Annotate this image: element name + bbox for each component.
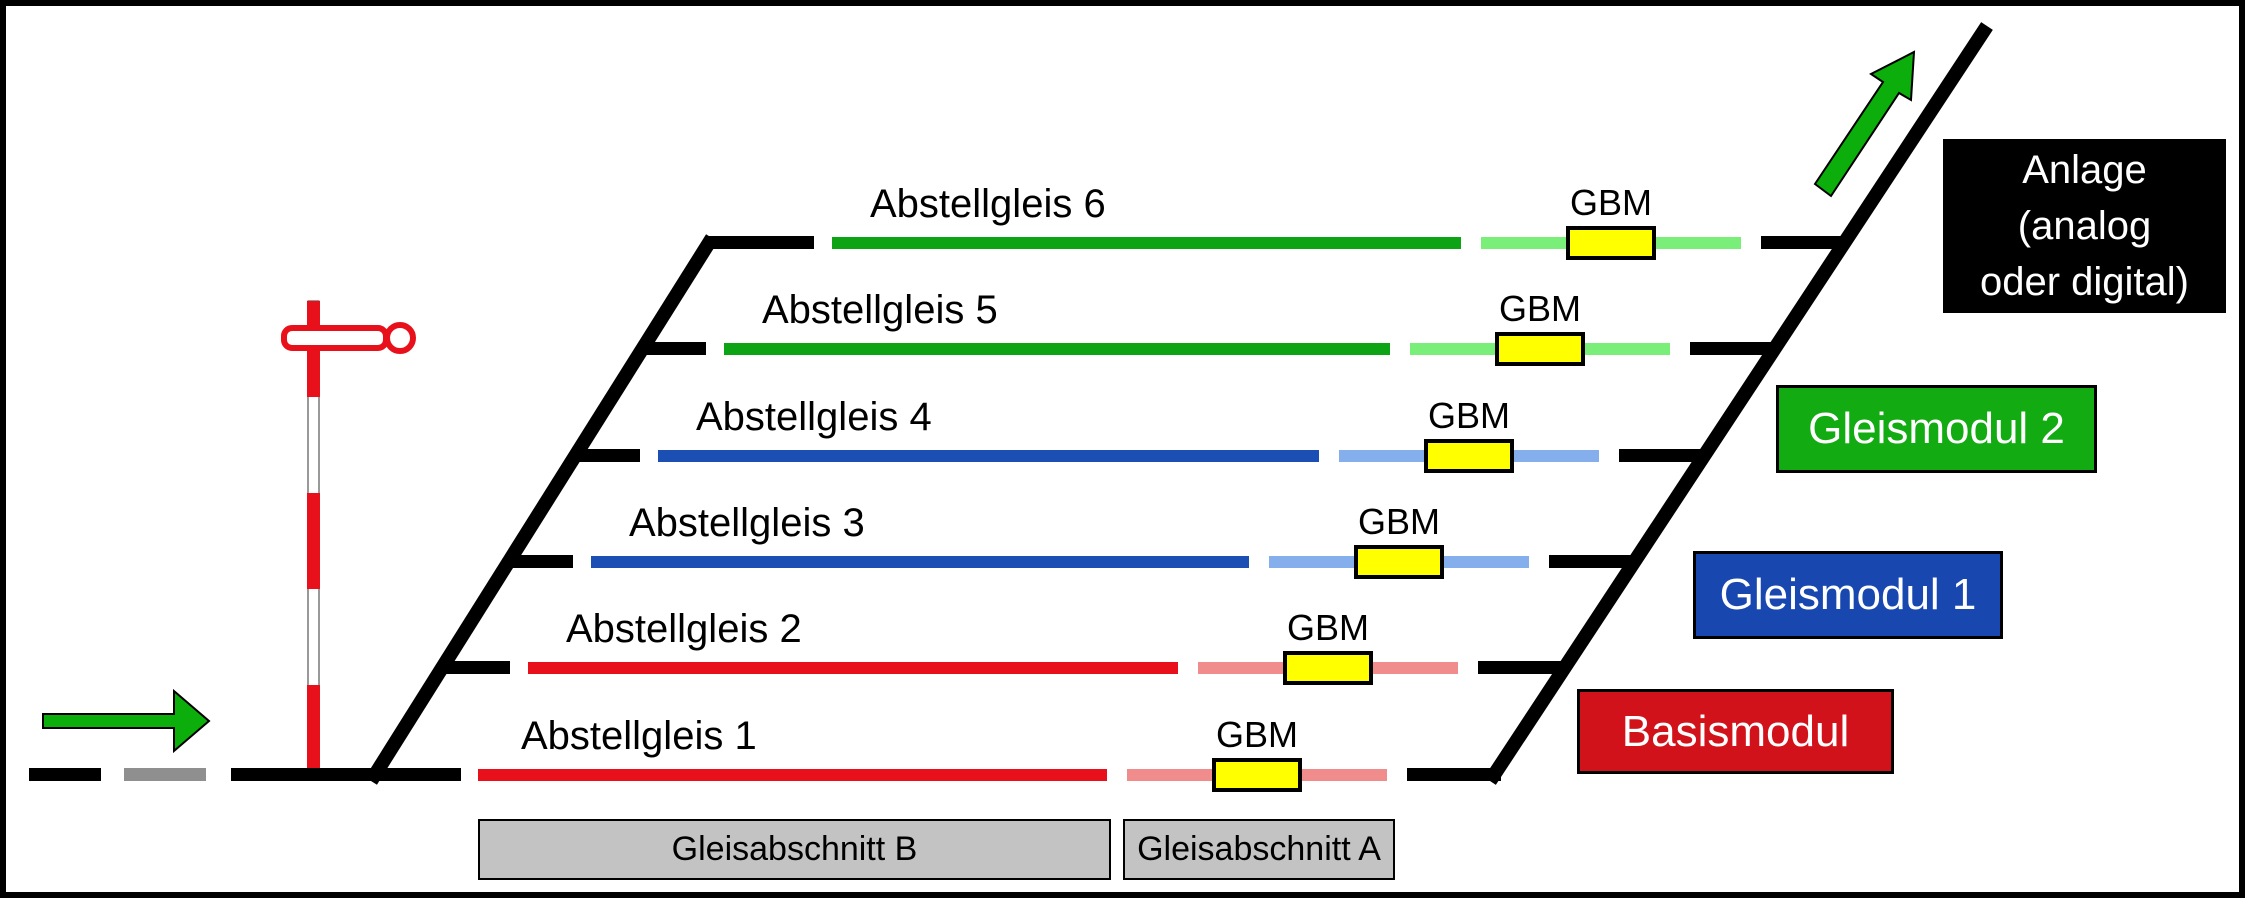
basismodul-label: Basismodul bbox=[1621, 706, 1850, 756]
gleisabschnitt-a-label: Gleisabschnitt A bbox=[1137, 830, 1381, 868]
track-left-stub bbox=[709, 236, 814, 249]
gbm-label: GBM bbox=[1427, 395, 1511, 436]
anlage-line: Anlage bbox=[2022, 148, 2147, 192]
track-right-stub bbox=[1761, 236, 1844, 249]
gbm-label: GBM bbox=[1286, 607, 1370, 648]
track-left-stub bbox=[440, 661, 510, 674]
track-main-line bbox=[724, 343, 1390, 355]
gleismodul-2-label-box: Gleismodul 2 bbox=[1776, 385, 2097, 473]
track-main-line bbox=[591, 556, 1249, 568]
anlage-line: oder digital) bbox=[1979, 260, 2189, 304]
track-label: Abstellgleis 5 bbox=[762, 288, 998, 332]
track-main-line bbox=[658, 450, 1319, 462]
exit-direction-arrow-icon bbox=[1813, 50, 1916, 198]
left-ladder-diagonal-track bbox=[365, 234, 718, 785]
track-left-stub bbox=[506, 555, 573, 568]
track-right-stub bbox=[1690, 342, 1774, 355]
gleisabschnitt-a-box: Gleisabschnitt A bbox=[1123, 819, 1395, 880]
gbm-label: GBM bbox=[1569, 182, 1653, 223]
approach-line-black bbox=[231, 768, 461, 781]
diagram-vector-layer bbox=[42, 22, 1993, 785]
gbm-detector-box bbox=[1566, 226, 1656, 260]
gleismodul-1-label: Gleismodul 1 bbox=[1719, 570, 1977, 619]
gbm-detector-box bbox=[1424, 439, 1514, 473]
track-label: Abstellgleis 6 bbox=[870, 182, 1106, 226]
gleismodul-2-label: Gleismodul 2 bbox=[1808, 404, 2065, 453]
gbm-label: GBM bbox=[1357, 501, 1441, 542]
approach-dash-black bbox=[29, 768, 101, 781]
gleisabschnitt-b-box: Gleisabschnitt B bbox=[478, 819, 1111, 880]
track-right-stub bbox=[1407, 768, 1501, 781]
gbm-detector-box bbox=[1354, 545, 1444, 579]
track-label: Abstellgleis 1 bbox=[521, 714, 757, 758]
gbm-detector-box bbox=[1212, 758, 1302, 792]
semaphore-signal-icon bbox=[281, 300, 416, 777]
gbm-detector-box bbox=[1283, 651, 1373, 685]
track-label: Abstellgleis 4 bbox=[696, 395, 932, 439]
gbm-label: GBM bbox=[1215, 714, 1299, 755]
entry-direction-arrow-icon bbox=[42, 688, 211, 754]
track-right-stub bbox=[1549, 555, 1632, 568]
gleisabschnitt-b-label: Gleisabschnitt B bbox=[671, 830, 918, 868]
track-left-stub bbox=[642, 342, 706, 355]
gbm-label: GBM bbox=[1498, 288, 1582, 329]
track-main-line bbox=[832, 237, 1461, 249]
track-left-stub bbox=[574, 449, 640, 462]
track-main-line bbox=[478, 769, 1107, 781]
track-right-stub bbox=[1478, 661, 1561, 674]
track-label: Abstellgleis 3 bbox=[629, 501, 865, 545]
gbm-detector-box bbox=[1495, 332, 1585, 366]
track-label: Abstellgleis 2 bbox=[566, 607, 802, 651]
anlage-line: (analog bbox=[2017, 204, 2152, 248]
anlage-label-box: Anlage (analog oder digital) bbox=[1943, 139, 2226, 313]
track-right-stub bbox=[1619, 449, 1703, 462]
approach-dash-gray bbox=[124, 768, 206, 781]
basismodul-label-box: Basismodul bbox=[1577, 689, 1894, 774]
track-main-line bbox=[528, 662, 1178, 674]
gleismodul-1-label-box: Gleismodul 1 bbox=[1693, 551, 2003, 639]
right-ladder-diagonal-track bbox=[1484, 22, 1993, 785]
